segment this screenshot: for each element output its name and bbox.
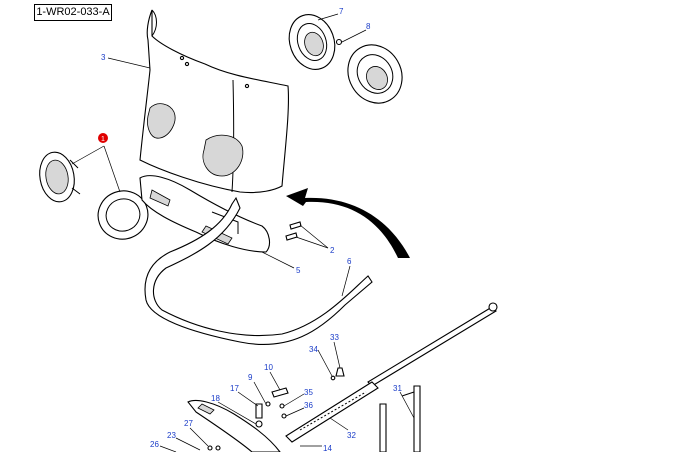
support-bracket <box>379 385 421 452</box>
callout-27: 27 <box>184 419 193 428</box>
callout-32: 32 <box>347 431 356 440</box>
direction-arrow <box>286 188 410 258</box>
headlight-ring-upper <box>288 14 336 70</box>
lower-trim-panel <box>187 399 281 452</box>
fasteners <box>207 367 345 451</box>
callout-36: 36 <box>304 401 313 410</box>
callout-3: 3 <box>101 53 106 62</box>
gas-spring <box>285 381 379 443</box>
screw-8 <box>335 38 343 46</box>
callout-26: 26 <box>150 440 159 449</box>
item-marker-badge <box>98 133 108 143</box>
screws-2 <box>285 221 302 241</box>
callout-5: 5 <box>296 266 301 275</box>
callout-33: 33 <box>330 333 339 342</box>
callout-8: 8 <box>366 22 371 31</box>
callout-35: 35 <box>304 388 313 397</box>
callout-17: 17 <box>230 384 239 393</box>
callout-10: 10 <box>264 363 273 372</box>
cover-panel <box>139 9 290 194</box>
callout-6: 6 <box>347 257 352 266</box>
leader-lines <box>71 13 415 452</box>
callout-2: 2 <box>330 246 335 255</box>
headlight-ring-lower <box>347 44 403 104</box>
stay-bar <box>367 302 498 387</box>
diagram-reference-code: 1-WR02-033-A <box>34 4 112 21</box>
item-marker-label: 1 <box>101 136 105 143</box>
callout-14: 14 <box>323 444 332 452</box>
callout-34: 34 <box>309 345 318 354</box>
callout-18: 18 <box>211 394 220 403</box>
callout-7: 7 <box>339 7 344 16</box>
rubber-seal <box>144 196 373 346</box>
headlight-assembly-left <box>39 151 149 240</box>
callout-9: 9 <box>248 373 253 382</box>
callout-31: 31 <box>393 384 402 393</box>
callout-23: 23 <box>167 431 176 440</box>
